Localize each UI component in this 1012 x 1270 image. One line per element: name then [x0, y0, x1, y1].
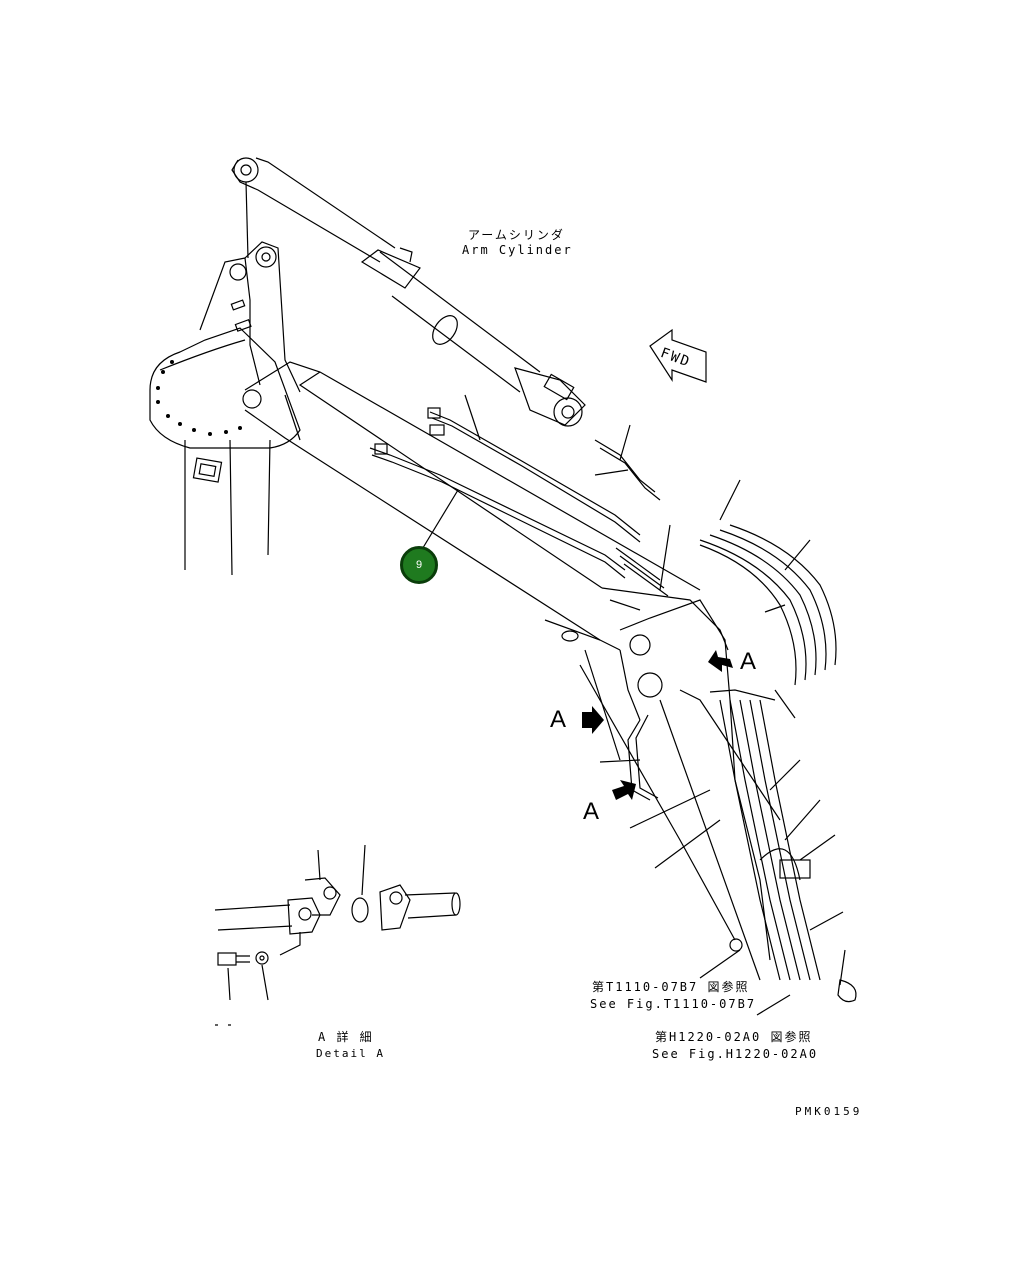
- top-link: [231, 157, 396, 263]
- reference-2-en[interactable]: See Fig.H1220-02A0: [652, 1047, 819, 1061]
- leader-lines: [417, 394, 844, 1016]
- pipe-set-lower: [627, 689, 821, 981]
- pipe-set-upper: [594, 439, 837, 701]
- section-arrows: [582, 650, 733, 800]
- arm-beam: [242, 361, 729, 651]
- detail-a-drawing: [214, 844, 461, 1026]
- boom-base: [149, 327, 301, 576]
- arm-tip: [579, 599, 857, 1003]
- arm-cylinder-label-en: Arm Cylinder: [462, 243, 573, 257]
- reference-2-jp[interactable]: 第H1220-02A0 図参照: [655, 1030, 813, 1044]
- detail-a-title-jp: A 詳 細: [318, 1030, 374, 1044]
- drawing-code: PMK0159: [795, 1105, 863, 1118]
- fwd-arrow-shape: [649, 328, 707, 383]
- reference-1-en[interactable]: See Fig.T1110-07B7: [590, 997, 757, 1011]
- section-marker-a-lower: A: [583, 798, 600, 825]
- boom-bracket: [199, 241, 301, 393]
- hydraulic-lines: [369, 407, 669, 597]
- reference-1-jp[interactable]: 第T1110-07B7 図参照: [592, 980, 750, 994]
- callout-9[interactable]: 9: [400, 546, 438, 584]
- detail-a-title-en: Detail A: [316, 1047, 385, 1060]
- arm-cylinder: [360, 247, 586, 427]
- section-marker-a-right: A: [740, 648, 757, 675]
- arm-cylinder-label-jp: アームシリンダ: [468, 228, 565, 242]
- section-marker-a-left: A: [550, 706, 567, 733]
